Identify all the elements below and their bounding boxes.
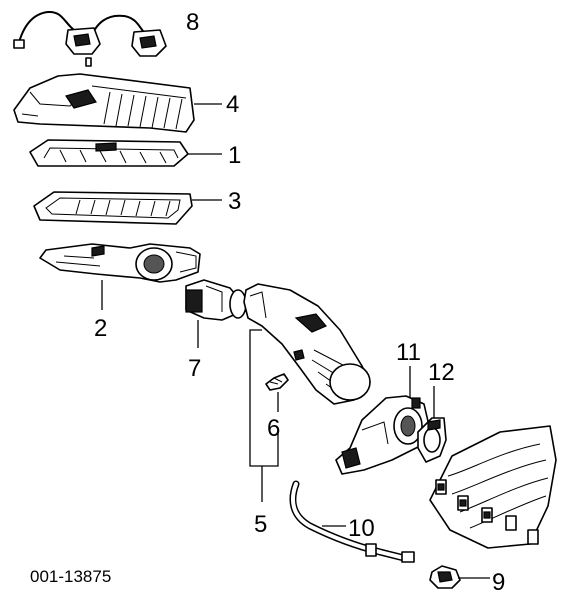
part-6-fitting xyxy=(265,373,289,391)
part-12-gasket xyxy=(417,417,447,463)
part-3-air-filter xyxy=(33,191,193,225)
diagram-code: 001-13875 xyxy=(30,567,111,586)
intake-manifold xyxy=(429,425,557,549)
callout-1: 1 xyxy=(228,142,241,169)
part-11-throttle-body xyxy=(335,395,431,475)
part-10-hose xyxy=(289,480,415,563)
callout-6: 6 xyxy=(267,415,280,442)
callout-11: 11 xyxy=(396,339,421,366)
callout-7: 7 xyxy=(188,355,201,382)
part-5-intake-duct xyxy=(243,283,371,405)
callout-9: 9 xyxy=(492,569,505,596)
callout-10: 10 xyxy=(348,515,375,542)
callout-5: 5 xyxy=(254,511,267,538)
part-2-lower-housing xyxy=(39,243,201,283)
callout-3: 3 xyxy=(228,188,241,215)
part-8-wiring-harness xyxy=(13,10,167,67)
callout-12: 12 xyxy=(428,359,455,386)
leader-5-bracket xyxy=(249,329,279,467)
callout-2: 2 xyxy=(94,315,107,342)
part-4-air-cleaner-cover xyxy=(13,73,195,133)
part-9-valve xyxy=(429,565,461,589)
part-7-maf-sensor xyxy=(185,279,247,321)
callout-8: 8 xyxy=(186,9,199,36)
callout-4: 4 xyxy=(226,91,239,118)
part-1-filter-frame xyxy=(29,139,189,167)
